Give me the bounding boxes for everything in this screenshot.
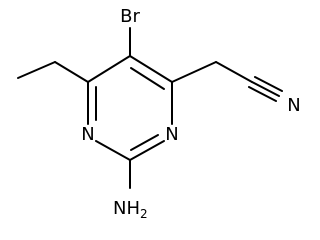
bond-o-methyl bbox=[17, 61, 56, 79]
atom-label-ring-nitrogen-right: N bbox=[165, 124, 178, 145]
bond-nitrile-triple-2 bbox=[251, 81, 280, 97]
bond-c4-ch2 bbox=[171, 61, 217, 83]
atom-label-amino-main: NH bbox=[113, 198, 140, 219]
bond-ch2-cn bbox=[215, 61, 253, 83]
atom-label-bromine: Br bbox=[120, 6, 140, 27]
bond-c6-o bbox=[54, 61, 89, 83]
bond-c2-n3-outer bbox=[129, 140, 165, 161]
atom-label-ring-nitrogen-left: N bbox=[81, 124, 94, 145]
bond-c5-c6 bbox=[87, 55, 131, 83]
atom-label-amino: NH2 bbox=[113, 198, 148, 221]
bond-n1-c2 bbox=[95, 140, 131, 161]
bond-nitrile-triple-1 bbox=[248, 86, 277, 102]
bond-c5-c4-double-outer bbox=[129, 55, 173, 83]
bond-c5-c4-double-inner bbox=[130, 67, 165, 90]
atom-label-amino-subscript: 2 bbox=[140, 207, 148, 221]
atom-label-nitrile-nitrogen: N bbox=[287, 95, 300, 116]
bond-nitrile-triple-3 bbox=[254, 76, 283, 92]
bond-c2-n3-inner bbox=[130, 134, 159, 151]
chemical-structure: Br N N N NH2 bbox=[17, 6, 301, 221]
